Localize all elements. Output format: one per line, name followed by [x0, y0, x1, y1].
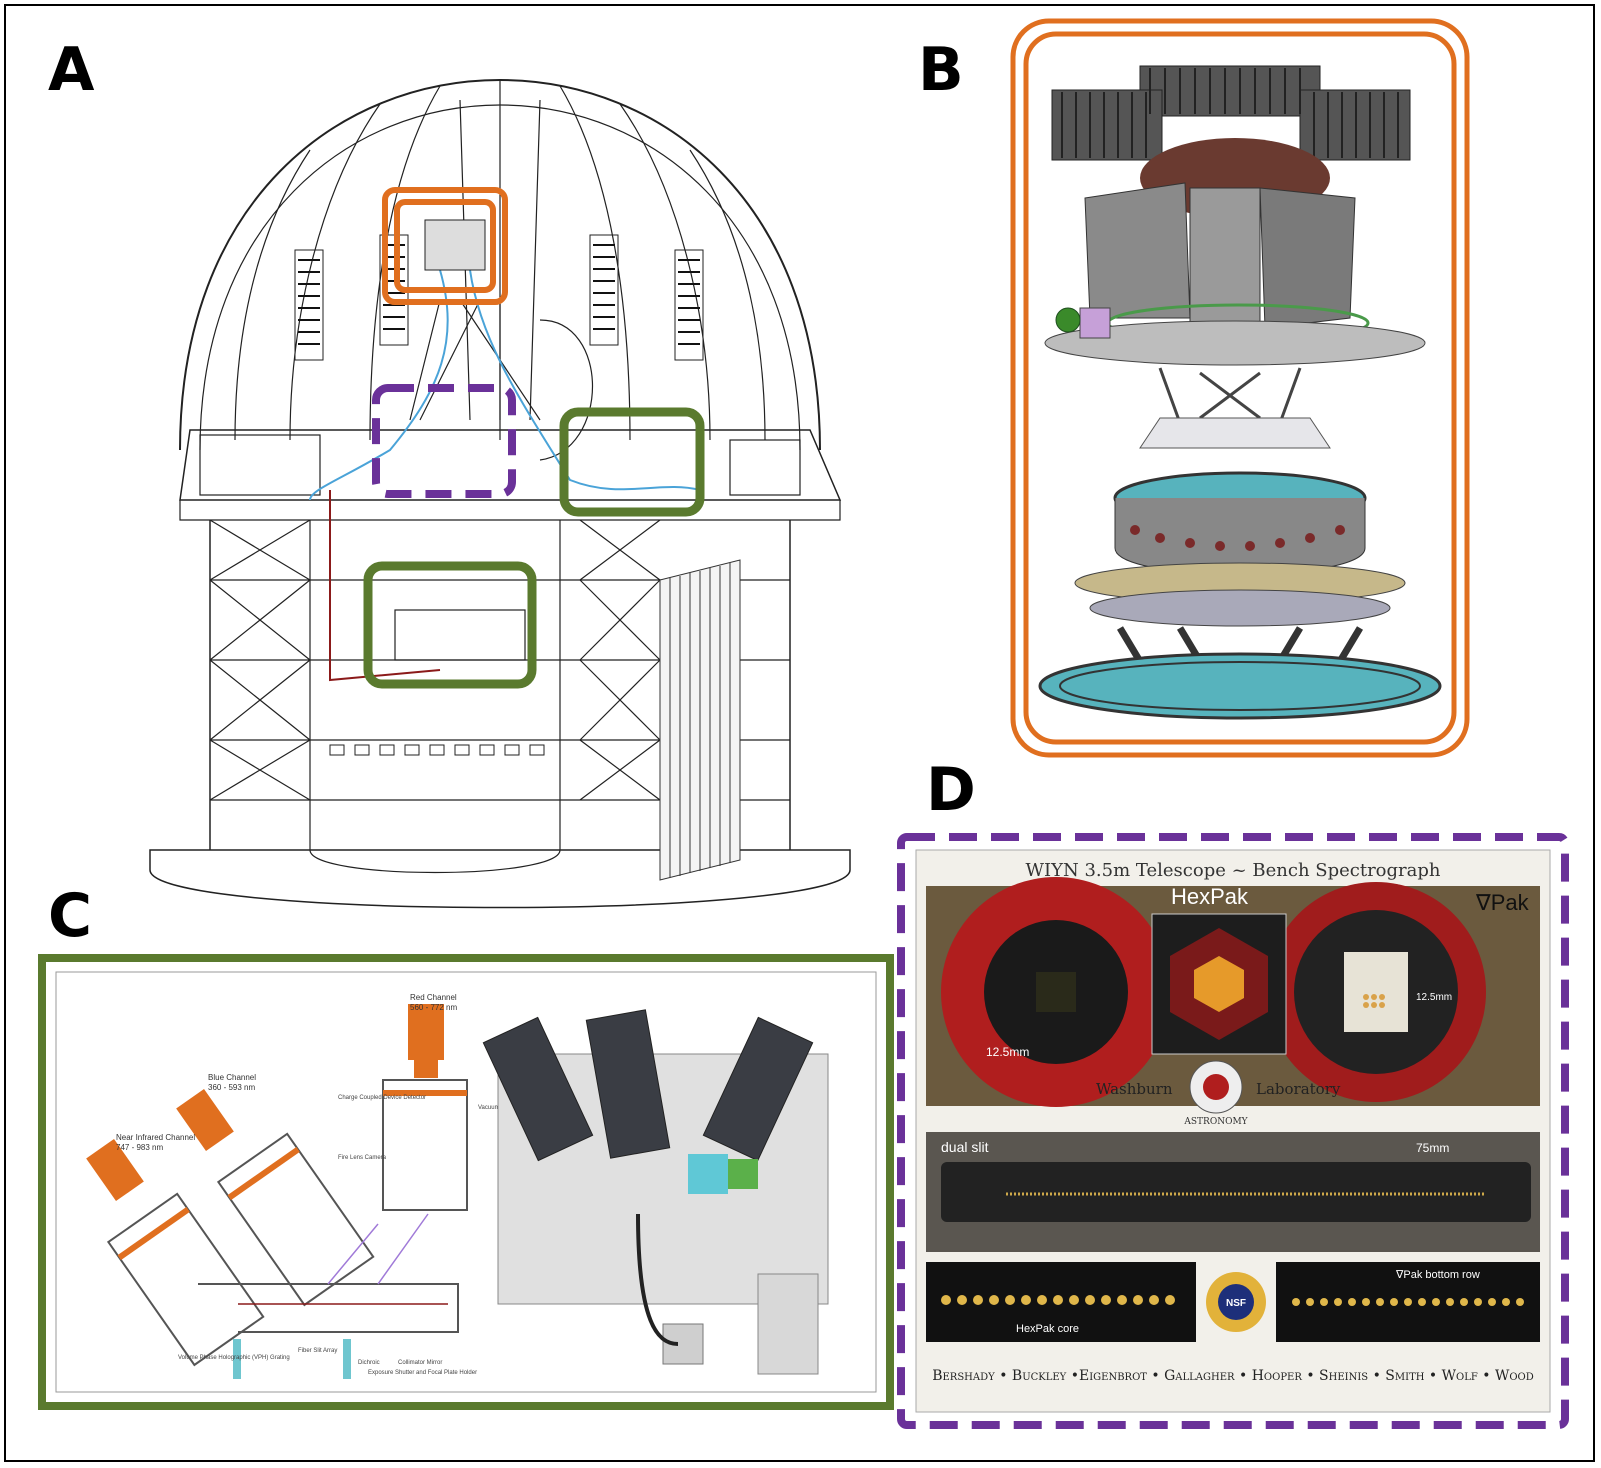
- label-red-channel: Red Channel: [410, 993, 457, 1002]
- label-red-range: 560 - 772 nm: [410, 1003, 457, 1012]
- scale-left: 12.5mm: [986, 1045, 1029, 1059]
- orange-highlight-outer: [382, 187, 508, 305]
- green-highlight-upper: [559, 407, 705, 517]
- purple-highlight: [372, 384, 516, 498]
- label-nablapak: ∇Pak: [1475, 890, 1530, 915]
- label-nablapak-bottom: ∇Pak bottom row: [1395, 1269, 1480, 1281]
- label-astronomy: ASTRONOMY: [1183, 1117, 1248, 1127]
- label-collimator: Collimator Mirror: [398, 1360, 442, 1366]
- label-dichroic: Dichroic: [358, 1360, 380, 1366]
- orange-highlight-inner: [394, 199, 496, 293]
- label-nsf: NSF: [1226, 1298, 1246, 1309]
- panel-label-b: B: [918, 35, 964, 105]
- figure-frame: [4, 4, 1595, 1462]
- panel-c-spectrograph: Red Channel 560 - 772 nm Blue Channel 36…: [38, 954, 894, 1410]
- label-nir-range: 747 - 983 nm: [116, 1143, 163, 1152]
- label-dual-slit: dual slit: [941, 1139, 989, 1155]
- label-washburn: Washburn: [1096, 1080, 1173, 1098]
- observatory-drawing: [149, 78, 851, 909]
- credits-line: Bershady • Buckley •Eigenbrot • Gallaghe…: [932, 1368, 1534, 1384]
- panel-label-d: D: [926, 755, 976, 825]
- panel-d-title: WIYN 3.5m Telescope ~ Bench Spectrograph: [1025, 860, 1440, 881]
- label-shutter: Exposure Shutter and Focal Plate Holder: [368, 1370, 477, 1376]
- orange-border-inner: [1023, 31, 1457, 745]
- orange-border-outer: [1010, 18, 1470, 758]
- label-ccd: Charge Coupled Device Detector: [338, 1095, 426, 1101]
- label-hexpak: HexPak: [1171, 884, 1249, 909]
- panel-a-observatory: [140, 20, 860, 960]
- label-nir-channel: Near Infrared Channel: [116, 1133, 195, 1142]
- label-hexpak-core: HexPak core: [1016, 1323, 1079, 1335]
- panel-d-wiyn: WIYN 3.5m Telescope ~ Bench Spectrograph…: [896, 832, 1570, 1430]
- panel-b-instrument: [1010, 18, 1470, 758]
- label-fiber: Fiber Slit Array: [298, 1348, 337, 1354]
- wiyn-montage: WIYN 3.5m Telescope ~ Bench Spectrograph…: [897, 833, 1569, 1429]
- scale-right: 12.5mm: [1416, 992, 1452, 1003]
- label-camera: Fire Lens Camera: [338, 1155, 387, 1161]
- spectrograph-drawing: Red Channel 560 - 772 nm Blue Channel 36…: [38, 954, 894, 1410]
- instrument-render: [1010, 18, 1470, 758]
- label-grating: Volume Phase Holographic (VPH) Grating: [178, 1355, 290, 1361]
- label-blue-range: 360 - 593 nm: [208, 1083, 255, 1092]
- green-highlight-lower: [363, 561, 537, 689]
- panel-label-a: A: [48, 35, 95, 105]
- label-laboratory: Laboratory: [1256, 1080, 1341, 1098]
- panel-label-c: C: [48, 881, 93, 951]
- label-slit-length: 75mm: [1416, 1141, 1449, 1155]
- label-blue-channel: Blue Channel: [208, 1073, 256, 1082]
